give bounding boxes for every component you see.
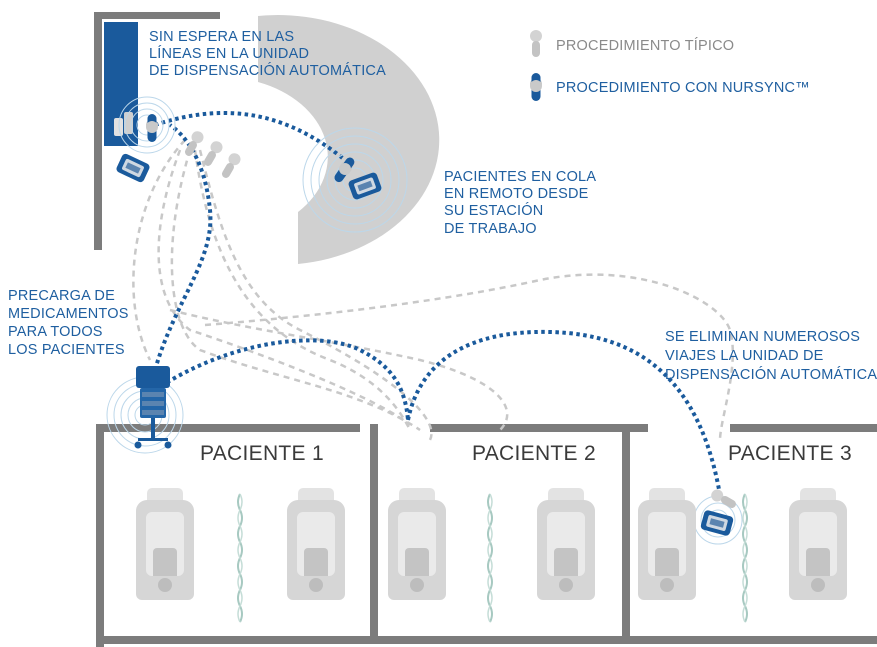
room-label-2: PACIENTE 2 — [472, 442, 596, 465]
annotation-line: PACIENTES EN COLA — [444, 169, 596, 185]
annotation-line: DISPENSACIÓN AUTOMÁTICA — [665, 366, 877, 383]
annotation-line: PARA TODOS — [8, 324, 103, 340]
annotation-line: LOS PACIENTES — [8, 342, 125, 358]
hospital-bed-icon — [287, 488, 345, 600]
annotation-line: EN REMOTO DESDE — [444, 186, 589, 202]
nurse-workstation-arc — [258, 15, 440, 265]
handheld-scanner-icon — [115, 152, 151, 184]
hospital-bed-icon — [136, 488, 194, 600]
legend-nursync-marker — [530, 73, 542, 101]
medication-cart-icon — [134, 366, 172, 449]
handheld-scanner-icon — [699, 509, 735, 537]
nursync-paths — [153, 110, 722, 496]
legend-typical-label: PROCEDIMIENTO TÍPICO — [556, 37, 734, 54]
person-token-icon — [709, 487, 739, 512]
annotation-line: DE TRABAJO — [444, 221, 537, 237]
annotation-preload: PRECARGA DE MEDICAMENTOS PARA TODOS LOS … — [8, 288, 129, 358]
privacy-curtain-icon — [742, 493, 748, 623]
privacy-curtain-icon — [237, 493, 243, 623]
annotation-line: PRECARGA DE — [8, 288, 115, 304]
hospital-bed-icon — [537, 488, 595, 600]
privacy-curtain-icon — [487, 493, 493, 623]
dispensing-unit-wall — [94, 12, 220, 250]
hospital-bed-icon — [789, 488, 847, 600]
legend-typical-marker — [530, 30, 542, 57]
room-label-1: PACIENTE 1 — [200, 442, 324, 465]
dispensing-unit-icon — [104, 22, 138, 146]
room-label-3: PACIENTE 3 — [728, 442, 852, 465]
annotation-line: MEDICAMENTOS — [8, 306, 129, 322]
typical-paths — [132, 139, 735, 441]
annotation-line: SIN ESPERA EN LAS — [149, 29, 294, 45]
annotation-remote-queue: PACIENTES EN COLA EN REMOTO DESDE SU EST… — [444, 169, 596, 237]
annotation-line: VIAJES LA UNIDAD DE — [665, 348, 824, 364]
hospital-bed-icon — [388, 488, 446, 600]
annotation-line: DE DISPENSACIÓN AUTOMÁTICA — [149, 62, 386, 79]
patient-room-walls — [96, 424, 877, 647]
annotation-trips: SE ELIMINAN NUMEROSOS VIAJES LA UNIDAD D… — [665, 329, 877, 383]
legend-nursync-label: PROCEDIMIENTO CON NURSYNC™ — [556, 80, 810, 96]
person-token-icon — [218, 151, 243, 181]
person-token-icon — [146, 114, 158, 142]
annotation-line: LÍNEAS EN LA UNIDAD — [149, 45, 309, 62]
hospital-bed-icon — [638, 488, 696, 600]
annotation-adc-wait: SIN ESPERA EN LAS LÍNEAS EN LA UNIDAD DE… — [149, 29, 386, 79]
legend: PROCEDIMIENTO TÍPICO PROCEDIMIENTO CON N… — [530, 30, 810, 101]
annotation-line: SE ELIMINAN NUMEROSOS — [665, 329, 860, 345]
annotation-line: SU ESTACIÓN — [444, 202, 543, 219]
